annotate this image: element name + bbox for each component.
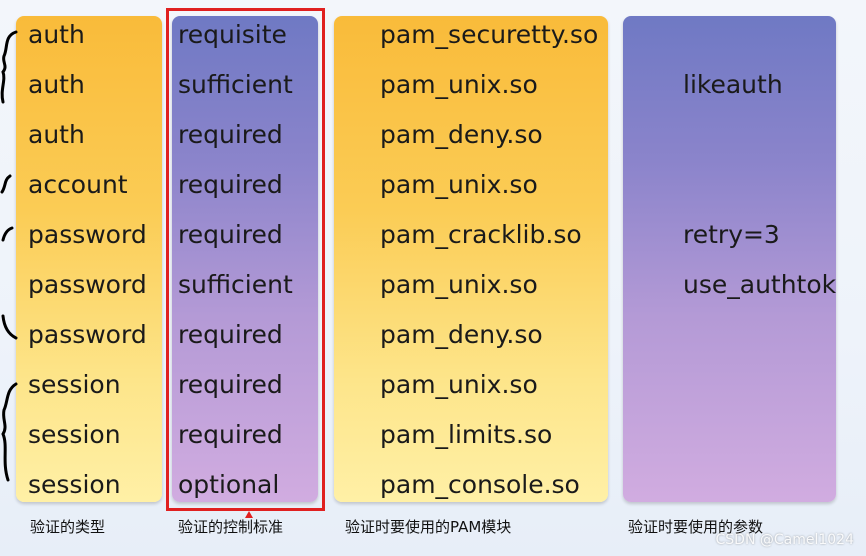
- module-cell: pam_securetty.so: [380, 20, 599, 49]
- watermark: CSDN @Camel1024: [715, 532, 855, 548]
- auth-bracket: [0, 30, 18, 104]
- module-cell: pam_limits.so: [380, 420, 553, 449]
- control-cell: sufficient: [178, 270, 293, 299]
- type-cell: auth: [28, 120, 85, 149]
- type-cell: auth: [28, 70, 85, 99]
- module-cell: pam_cracklib.so: [380, 220, 582, 249]
- caption-module: 验证时要使用的PAM模块: [345, 518, 512, 536]
- type-cell: password: [28, 270, 147, 299]
- control-cell: required: [178, 370, 283, 399]
- args-cell: use_authtok: [683, 270, 837, 299]
- control-cell: optional: [178, 470, 280, 499]
- arrow-up-icon: [245, 511, 253, 518]
- module-cell: pam_unix.so: [380, 70, 538, 99]
- type-cell: auth: [28, 20, 85, 49]
- type-cell: password: [28, 320, 147, 349]
- control-column: [172, 16, 318, 502]
- password-bracket-top: [1, 226, 14, 242]
- type-cell: password: [28, 220, 147, 249]
- type-cell: session: [28, 420, 121, 449]
- password-bracket-bottom: [1, 314, 18, 340]
- control-cell: required: [178, 320, 283, 349]
- type-cell: account: [28, 170, 128, 199]
- args-cell: likeauth: [683, 70, 783, 99]
- caption-args: 验证时要使用的参数: [628, 518, 764, 536]
- account-bracket: [0, 174, 12, 194]
- caption-type: 验证的类型: [30, 518, 106, 536]
- arguments-column: [623, 16, 836, 502]
- control-cell: required: [178, 120, 283, 149]
- module-cell: pam_unix.so: [380, 170, 538, 199]
- module-cell: pam_deny.so: [380, 120, 543, 149]
- control-cell: required: [178, 170, 283, 199]
- type-cell: session: [28, 370, 121, 399]
- caption-control: 验证的控制标准: [178, 518, 284, 536]
- control-column-highlight: [166, 8, 325, 511]
- control-cell: required: [178, 220, 283, 249]
- type-column: [16, 16, 162, 502]
- control-cell: sufficient: [178, 70, 293, 99]
- args-cell: retry=3: [683, 220, 780, 249]
- module-cell: pam_deny.so: [380, 320, 543, 349]
- module-cell: pam_console.so: [380, 470, 580, 499]
- group-brackets: [0, 30, 18, 482]
- module-cell: pam_unix.so: [380, 270, 538, 299]
- session-bracket: [1, 382, 18, 482]
- control-cell: required: [178, 420, 283, 449]
- module-cell: pam_unix.so: [380, 370, 538, 399]
- module-column: [334, 16, 608, 502]
- control-cell: requisite: [178, 20, 287, 49]
- type-cell: session: [28, 470, 121, 499]
